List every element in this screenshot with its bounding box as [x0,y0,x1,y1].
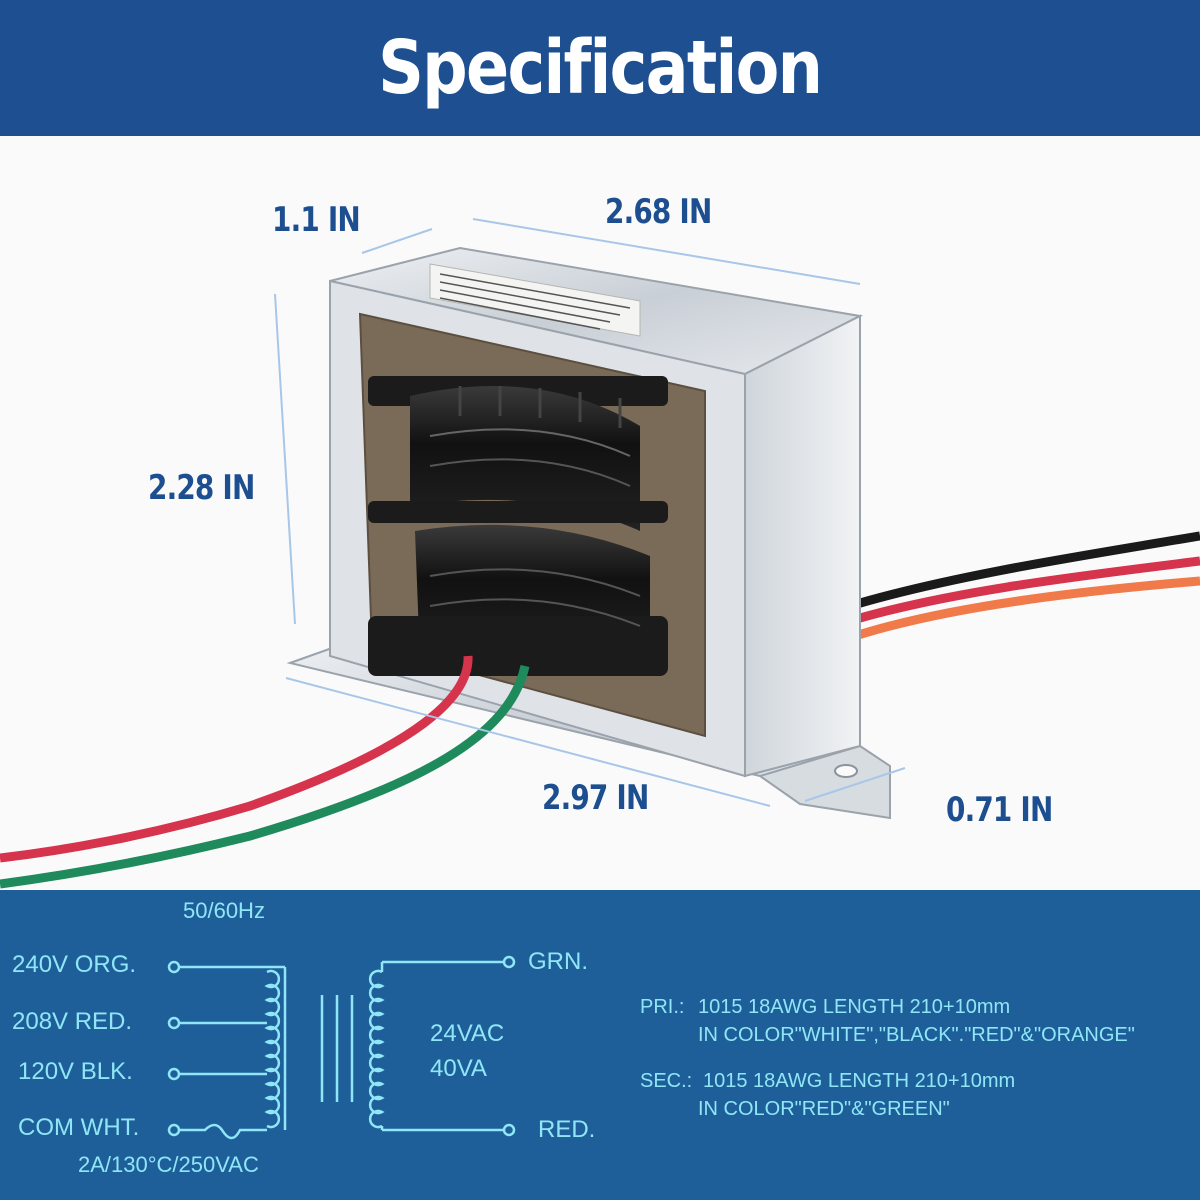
secondary-grn: GRN. [528,948,588,975]
product-photo-area: 1.1 IN 2.68 IN 2.28 IN 2.97 IN 0.71 IN [0,136,1200,890]
coil-assembly [368,376,668,676]
dimension-flange: 0.71 IN [946,790,1053,830]
page-title: Specification [378,25,823,111]
dimension-lines [274,218,906,807]
primary-tap-com: COM WHT. [18,1114,140,1141]
primary-tap-240v: 240V ORG. [12,951,137,978]
pri-line-2: IN COLOR"WHITE","BLACK"."RED"&"ORANGE" [698,1024,1135,1046]
output-voltage: 24VAC [430,1020,505,1047]
header-banner: Specification [0,0,1200,136]
dimension-height: 2.28 IN [148,468,255,508]
fuse-rating: 2A/130°C/250VAC [78,1152,259,1177]
wiring-diagram-panel: 50/60Hz 240V ORG. 208V RED. 120V BLK. CO… [0,890,1200,1200]
wiring-schematic [167,955,516,1140]
dimension-base-width: 2.97 IN [542,778,649,818]
output-power: 40VA [430,1055,487,1082]
pri-label: PRI.: [640,996,685,1018]
front-wires [0,655,530,889]
dimension-depth: 1.1 IN [272,200,361,240]
pri-line-1: 1015 18AWG LENGTH 210+10mm [698,996,1011,1018]
transformer-illustration [0,218,1200,889]
frequency-label: 50/60Hz [183,898,265,923]
dimension-top-width: 2.68 IN [605,192,712,232]
primary-tap-120v: 120V BLK. [18,1058,133,1085]
label-text-lines [439,273,631,330]
secondary-red: RED. [538,1116,596,1143]
sec-label: SEC.: [640,1070,693,1092]
primary-tap-208v: 208V RED. [12,1008,133,1035]
sec-line-2: IN COLOR"RED"&"GREEN" [698,1098,950,1120]
sec-line-1: 1015 18AWG LENGTH 210+10mm [703,1070,1016,1092]
right-wires [848,531,1200,641]
